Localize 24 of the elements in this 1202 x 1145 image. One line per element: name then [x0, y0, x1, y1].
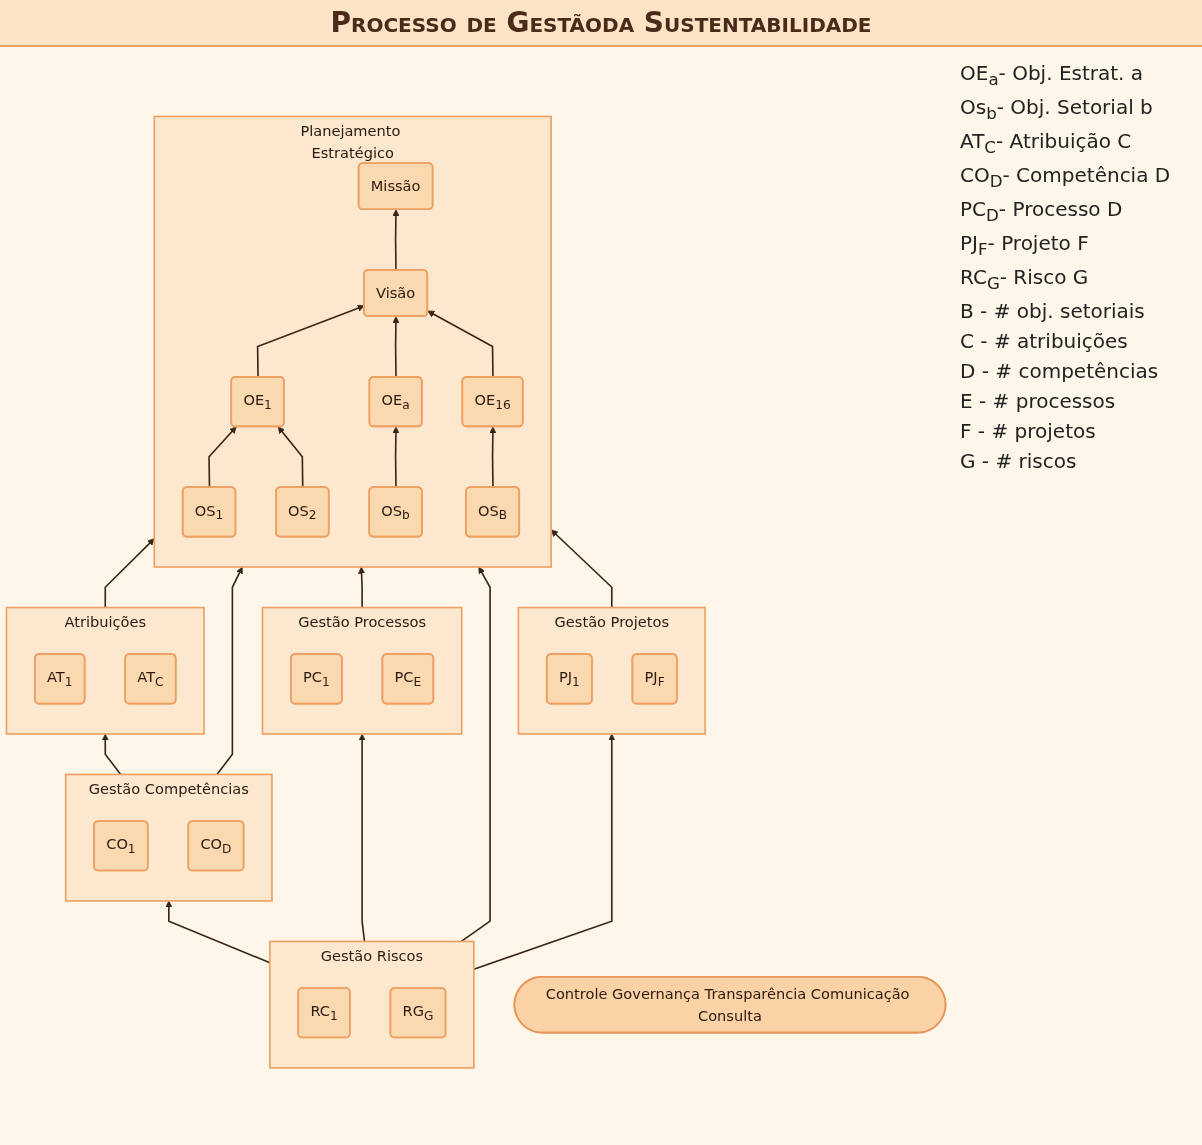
arrow [473, 733, 616, 970]
arrow [101, 733, 122, 776]
arrow [358, 566, 366, 609]
legend-note: E - # processos [960, 389, 1117, 413]
legend-note: PC$_{D}$- Processo D [960, 197, 1124, 225]
arrow [460, 566, 491, 943]
diagram-title: Processo de Gestãoda Sustentabilidade [0, 0, 1202, 47]
legend-note: RC$_{G}$- Risco G [960, 265, 1090, 293]
legend-note: Os$_{b}$- Obj. Setorial b [960, 95, 1154, 123]
arrow [392, 209, 400, 271]
arrow [358, 733, 366, 943]
arrow [392, 316, 400, 378]
arrow [216, 566, 243, 776]
legend-note: G - # riscos [960, 449, 1078, 473]
legend-note: CO$_{D}$- Competência D [960, 163, 1172, 191]
legend-note: C - # atribuições [960, 329, 1129, 353]
legend-note: B - # obj. setoriais [960, 299, 1146, 323]
legend-note: PJ$_{F}$- Projeto F [960, 231, 1090, 259]
legend-note: D - # competências [960, 359, 1160, 383]
arrow [104, 538, 155, 609]
legend-note: OE$_{a}$- Obj. Estrat. a [960, 61, 1145, 89]
legend-note: F - # projetos [960, 419, 1097, 443]
arrow [427, 310, 494, 378]
legend-note: AT$_{C}$- Atribuição C [960, 129, 1133, 157]
